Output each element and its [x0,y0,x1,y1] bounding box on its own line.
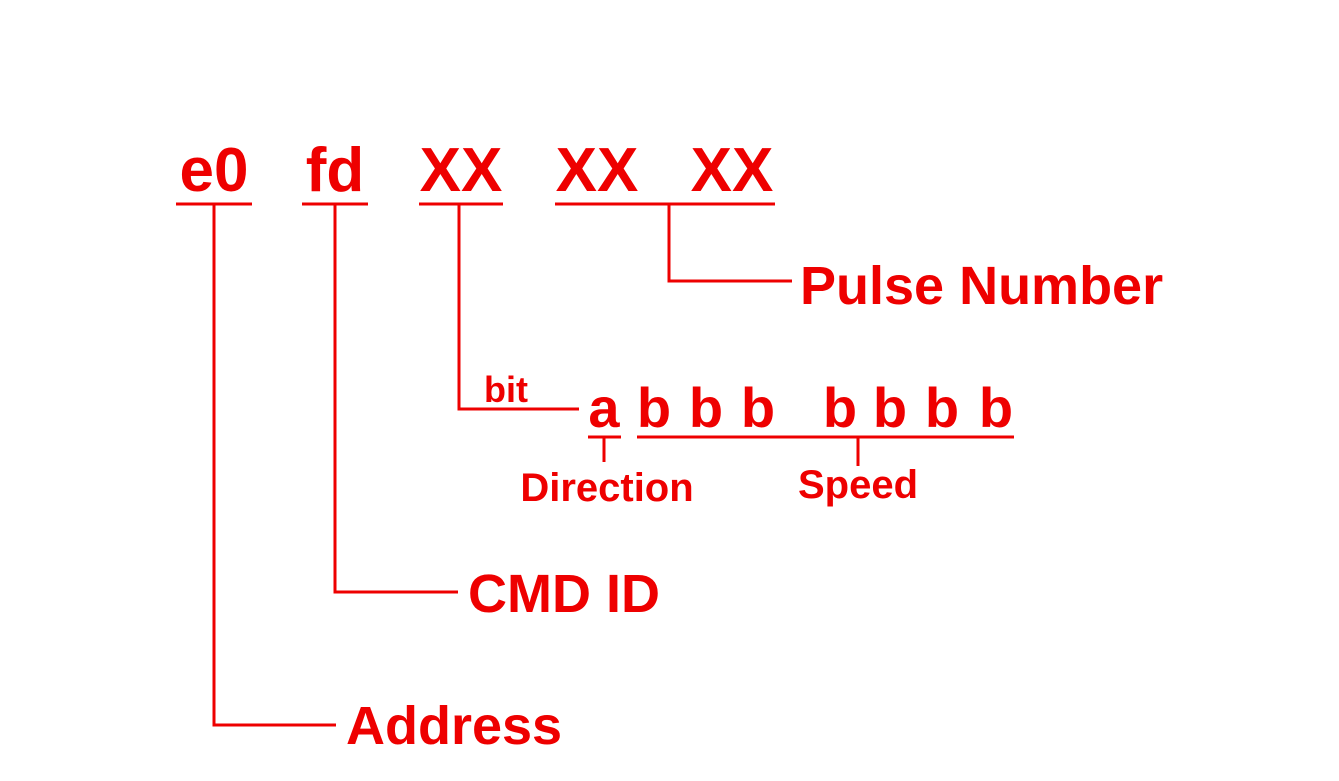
bit-speed: b [741,376,775,439]
bit-speed: b [637,376,671,439]
bit-speed: b [823,376,857,439]
bit-connector [457,204,579,411]
address-connector [212,204,336,727]
bit-direction: a [588,376,620,439]
speed-label: Speed [798,463,918,507]
pulse-number-connector [667,204,792,283]
cmd-id-connector [333,204,458,594]
byte-pulse-high: XX [556,136,639,205]
bit-speed: b [689,376,723,439]
bit-label: bit [484,369,528,410]
byte-address: e0 [180,136,249,205]
pulse-number-label: Pulse Number [800,256,1163,316]
cmd-id-label: CMD ID [468,564,660,624]
bit-speed: b [925,376,959,439]
byte-pulse-low: XX [691,136,774,205]
bit-speed: b [979,376,1013,439]
byte-control: XX [420,136,503,205]
direction-label: Direction [520,466,693,510]
address-label: Address [346,696,562,756]
byte-cmd-id: fd [306,136,365,205]
bit-speed: b [873,376,907,439]
